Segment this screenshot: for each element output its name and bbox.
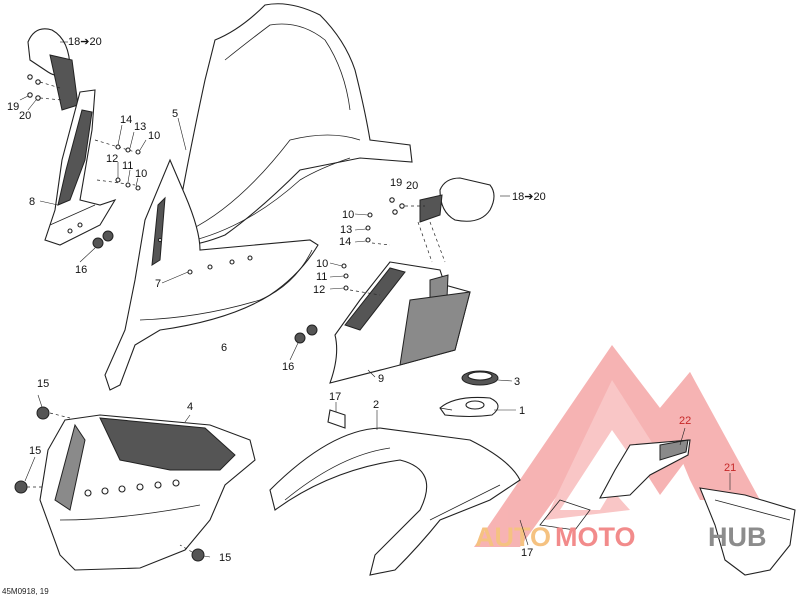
label-5: 5 — [172, 108, 178, 120]
label-14-right: 14 — [339, 236, 351, 248]
left-mirror-assembly — [27, 28, 79, 111]
label-15-bot: 15 — [219, 552, 231, 564]
label-12-right: 12 — [313, 284, 325, 296]
gasket-plate — [439, 396, 499, 418]
right-mirror-assembly — [389, 177, 495, 263]
lower-fairing — [269, 409, 521, 576]
label-10-left-b: 10 — [135, 168, 147, 180]
label-17-top: 17 — [329, 391, 341, 403]
watermark-word-hub: HUB — [708, 522, 767, 552]
headlight-housing — [14, 406, 256, 571]
right-bracket — [294, 212, 471, 384]
watermark-text: AUTO MOTO HUB — [475, 522, 767, 552]
label-10-right-a: 10 — [342, 209, 354, 221]
label-2: 2 — [373, 399, 379, 411]
left-bracket — [44, 89, 141, 249]
label-20-right: 20 — [406, 180, 418, 192]
label-3: 3 — [514, 376, 520, 388]
label-14-left: 14 — [120, 114, 132, 126]
label-16-left: 16 — [75, 264, 87, 276]
side-panels — [539, 439, 796, 576]
label-9: 9 — [378, 373, 384, 385]
label-18-20-top: 18➔20 — [68, 36, 102, 48]
label-18-20-right: 18➔20 — [512, 191, 546, 203]
watermark-word-moto: MOTO — [555, 522, 636, 552]
label-10-left-a: 10 — [148, 130, 160, 142]
label-15-mid: 15 — [29, 445, 41, 457]
drawing-code: 45M0918, 19 — [2, 587, 49, 596]
label-16-right: 16 — [282, 361, 294, 373]
windshield — [179, 3, 413, 246]
leader-lines — [19, 95, 731, 558]
label-20-left: 20 — [19, 110, 31, 122]
fairing-panel — [104, 158, 319, 391]
label-10-right-b: 10 — [316, 258, 328, 270]
label-8: 8 — [29, 196, 35, 208]
label-13-right: 13 — [340, 224, 352, 236]
label-15-top: 15 — [37, 378, 49, 390]
label-11-right: 11 — [316, 271, 327, 283]
label-22: 22 — [679, 415, 691, 427]
label-4: 4 — [187, 401, 193, 413]
label-13-left: 13 — [134, 121, 146, 133]
label-19-left: 19 — [7, 101, 19, 113]
watermark-logo — [474, 345, 780, 547]
label-12-left: 12 — [106, 153, 118, 165]
label-19-right: 19 — [390, 177, 402, 189]
gasket-ring — [461, 370, 499, 386]
label-1: 1 — [519, 405, 525, 417]
label-21: 21 — [724, 462, 736, 474]
label-6: 6 — [221, 342, 227, 354]
label-11-left: 11 — [122, 160, 133, 172]
callout-labels: 18➔20 19 20 14 13 10 12 11 10 8 16 5 7 6… — [2, 36, 736, 596]
label-17-bot: 17 — [521, 547, 533, 559]
label-7: 7 — [155, 278, 161, 290]
watermark-word-auto: AUTO — [475, 522, 551, 552]
